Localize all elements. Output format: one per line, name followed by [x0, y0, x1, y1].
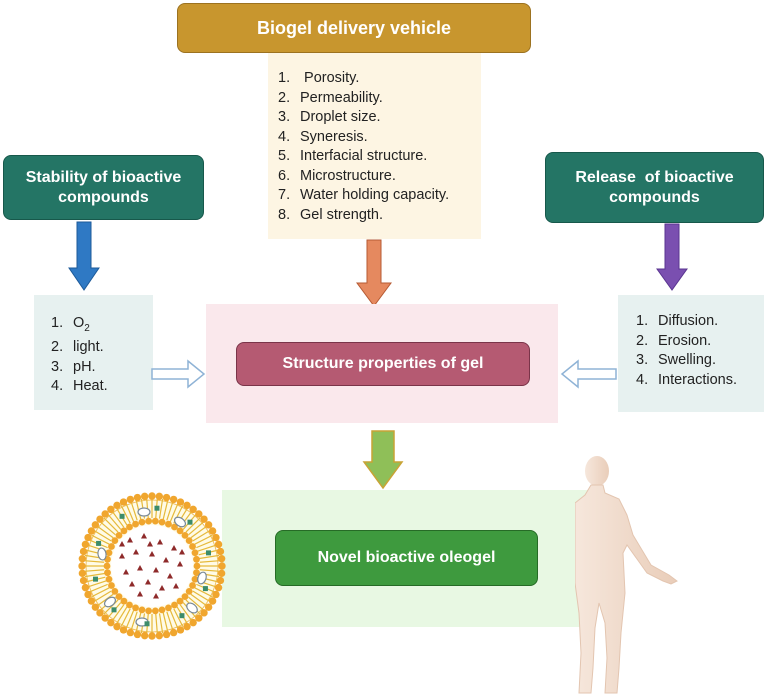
item-text: Heat.	[73, 378, 108, 395]
item-number: 1.	[278, 70, 291, 86]
oleogel-label: Novel bioactive oleogel	[317, 549, 496, 566]
core-triangles	[119, 533, 185, 599]
item-text: Erosion.	[658, 332, 712, 349]
left-list-item: 2. light.	[51, 338, 108, 358]
item-text: Droplet size.	[300, 109, 381, 125]
down-arrow-purple-icon	[656, 223, 688, 291]
left-list-item: 1. O2	[51, 314, 108, 338]
stability-header: Stability of bioactive compounds	[3, 155, 204, 220]
item-number: 1.	[51, 315, 64, 331]
stability-title-line2: compounds	[58, 188, 149, 206]
right-list-item: 1. Diffusion.	[636, 312, 737, 332]
item-number: 3.	[636, 352, 649, 368]
down-arrow-blue-icon	[68, 221, 100, 291]
down-arrow-green-icon	[362, 430, 404, 490]
biogel-properties-panel: 1. Porosity.2.Permeability.3.Droplet siz…	[268, 53, 481, 239]
item-text: Swelling.	[658, 352, 717, 368]
encapsulated-molecules	[97, 507, 207, 627]
item-text: O	[73, 315, 85, 331]
item-number: 3.	[51, 358, 64, 375]
item-text: Interactions.	[658, 371, 737, 388]
biogel-property-item: 1. Porosity.	[278, 69, 449, 89]
bioactive-squares	[93, 505, 211, 627]
item-text: Water holding capacity.	[300, 187, 450, 203]
item-number: 2.	[636, 332, 649, 349]
left-list-item: 4. Heat.	[51, 377, 108, 397]
item-number: 2.	[51, 339, 64, 356]
item-text: Interfacial structure.	[300, 148, 428, 164]
biogel-property-item: 5. Interfacial structure.	[278, 147, 449, 167]
structure-properties-box: Structure properties of gel	[236, 342, 530, 386]
item-text: Permeability.	[300, 89, 383, 106]
item-text: Syneresis.	[300, 128, 368, 145]
stability-factors-list: 1. O2 2. light. 3. pH. 4. Heat.	[51, 314, 108, 397]
item-text: light.	[73, 339, 104, 356]
item-number: 7.	[278, 187, 291, 203]
item-number: 8.	[278, 206, 291, 223]
biogel-property-item: 8. Gel strength.	[278, 206, 449, 226]
biogel-property-item: 3. Droplet size.	[278, 108, 449, 128]
release-mechanisms-list: 1. Diffusion. 2. Erosion. 3. Swelling. 4. Inter…	[636, 312, 737, 390]
item-number: 1.	[636, 313, 649, 329]
release-title-line2: compounds	[609, 188, 700, 206]
release-title-line1: Release of bioactive	[575, 168, 734, 186]
item-text: pH.	[73, 358, 96, 375]
item-number: 4.	[278, 128, 291, 145]
biogel-properties-list: 1. Porosity.2.Permeability.3.Droplet siz…	[278, 69, 449, 225]
item-number: 4.	[636, 371, 649, 388]
right-outline-arrow-icon	[151, 359, 206, 389]
right-list-item: 2. Erosion.	[636, 332, 737, 352]
structure-properties-label: Structure properties of gel	[282, 355, 484, 372]
item-number: 4.	[51, 378, 64, 395]
oleogel-vesicle-icon	[78, 492, 226, 640]
item-subscript: 2	[84, 322, 90, 334]
item-number: 3.	[278, 109, 291, 125]
down-arrow-orange-icon	[356, 239, 392, 307]
right-list-item: 4. Interactions.	[636, 371, 737, 391]
right-list-item: 3. Swelling.	[636, 351, 737, 371]
left-list-item: 3. pH.	[51, 358, 108, 378]
biogel-property-item: 6. Microstructure.	[278, 167, 449, 187]
lipid-heads	[78, 492, 226, 640]
biogel-property-item: 2. Permeability.	[278, 89, 449, 109]
stability-title-line1: Stability of bioactive	[25, 168, 182, 186]
release-mechanisms-panel: 1. Diffusion. 2. Erosion. 3. Swelling. 4. Inter…	[618, 295, 764, 412]
stability-factors-panel: 1. O2 2. light. 3. pH. 4. Heat.	[34, 295, 153, 410]
biogel-property-item: 4. Syneresis.	[278, 128, 449, 148]
item-text: Porosity.	[300, 70, 360, 86]
item-number: 6.	[278, 167, 291, 184]
item-text: Gel strength.	[300, 206, 384, 223]
item-text: Microstructure.	[300, 167, 396, 184]
biogel-vehicle-header: Biogel delivery vehicle	[177, 3, 531, 53]
human-figure-icon	[575, 456, 678, 694]
biogel-vehicle-title: Biogel delivery vehicle	[256, 17, 452, 38]
biogel-property-item: 7. Water holding capacity.	[278, 186, 449, 206]
item-number: 5.	[278, 148, 291, 164]
item-text: Diffusion.	[658, 313, 719, 329]
item-number: 2.	[278, 89, 291, 106]
left-outline-arrow-icon	[560, 359, 617, 389]
oleogel-box: Novel bioactive oleogel	[275, 530, 538, 586]
release-header: Release of bioactive compounds	[545, 152, 764, 223]
